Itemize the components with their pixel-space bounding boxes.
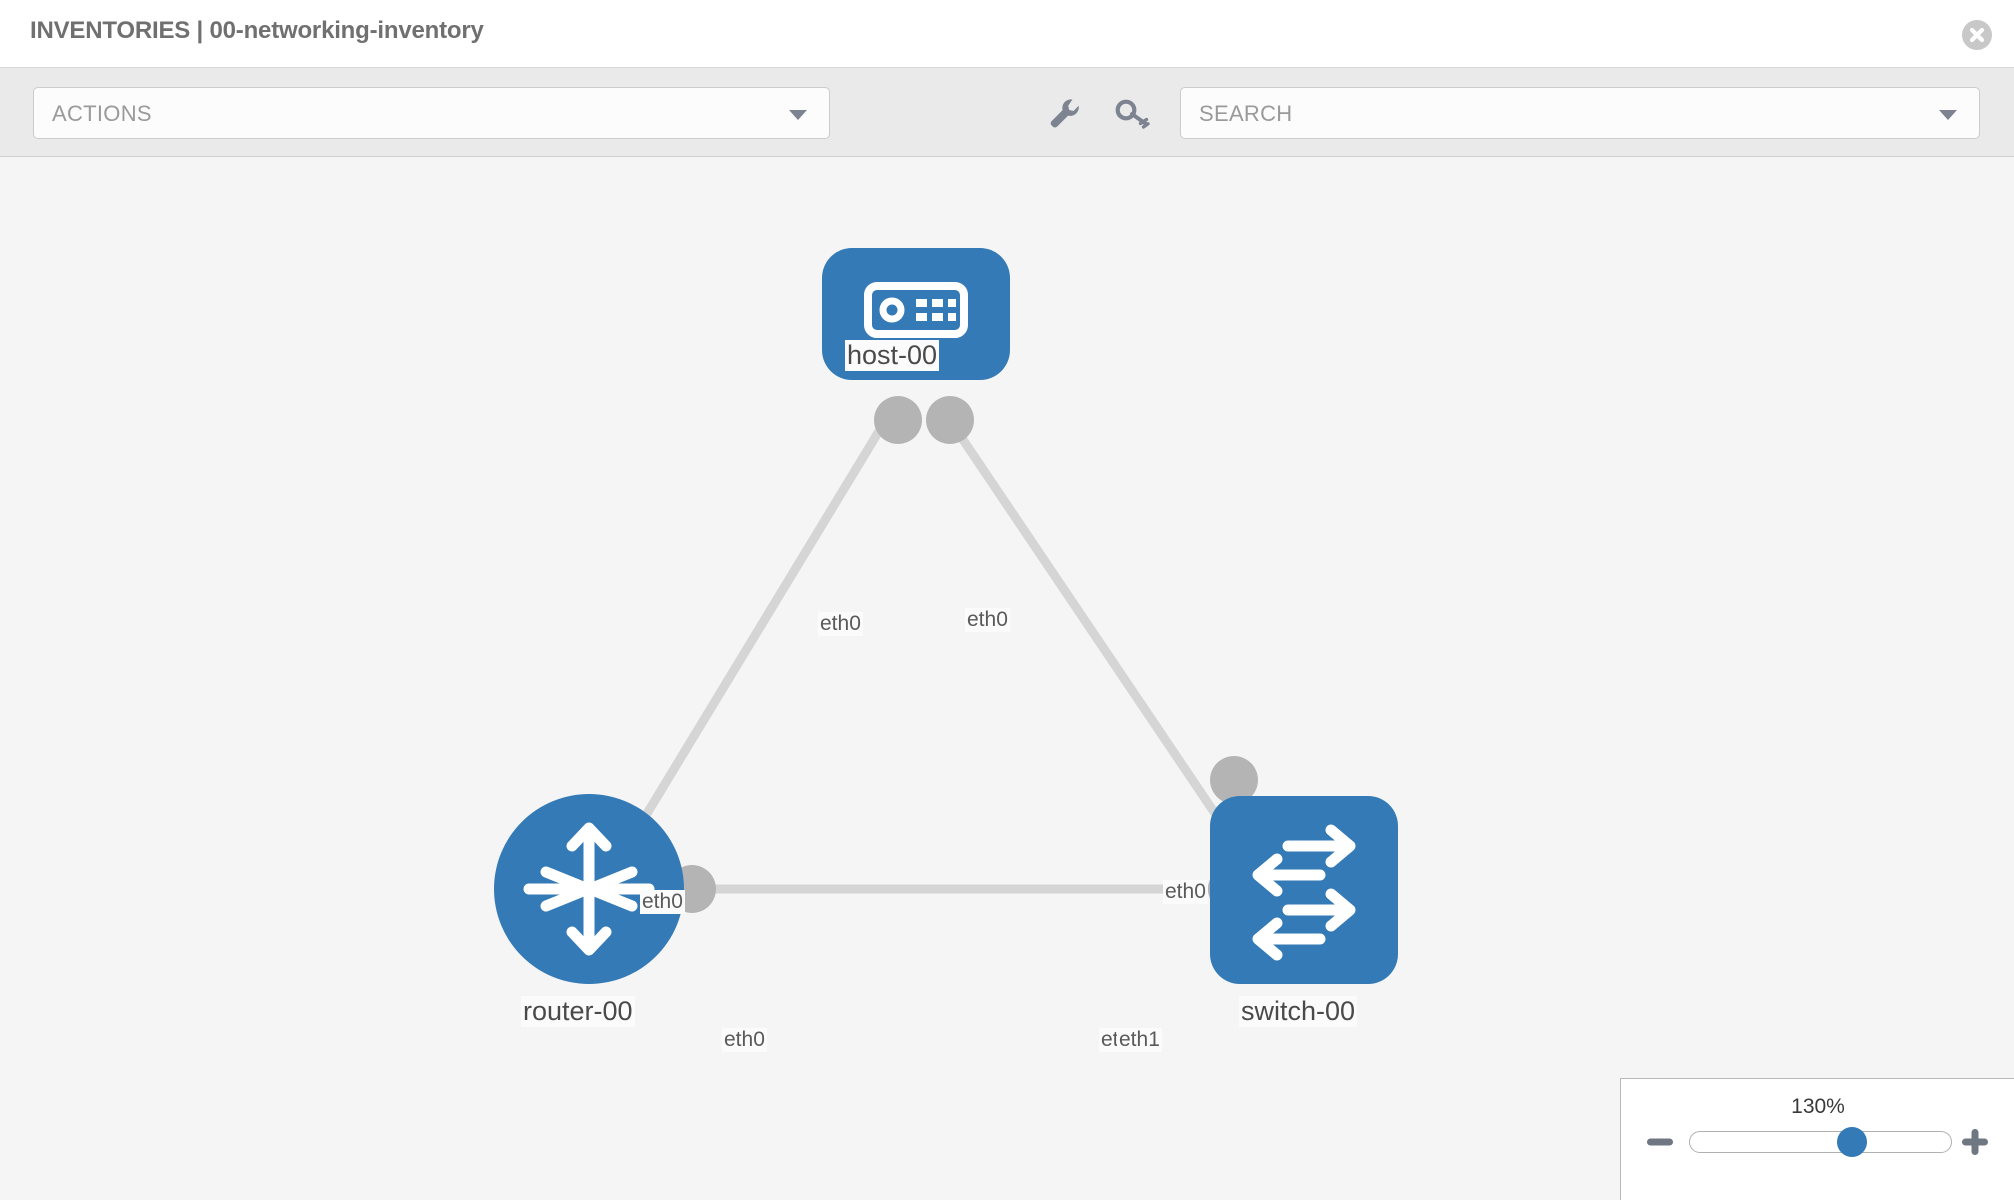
link-host00-router00	[616, 410, 894, 861]
close-icon[interactable]	[1962, 20, 1992, 50]
socket-layer	[668, 396, 1258, 913]
router-arrows-icon	[523, 822, 655, 956]
zoom-slider-thumb[interactable]	[1837, 1127, 1867, 1157]
zoom-control-panel: 130%	[1620, 1078, 2014, 1200]
topology-canvas[interactable]: host-00 router-00 switch-00 eth0 eth0 et…	[0, 158, 2014, 1200]
iface-label: eth0	[1163, 880, 1208, 904]
search-placeholder: SEARCH	[1199, 101, 1293, 126]
key-icon[interactable]	[1112, 93, 1152, 133]
page-title: INVENTORIES | 00-networking-inventory	[30, 17, 484, 44]
iface-label: eth1	[1117, 1028, 1162, 1052]
link-layer	[616, 410, 1249, 894]
node-switch-00	[1210, 796, 1398, 984]
link-host00-switch00	[941, 410, 1249, 861]
wrench-icon[interactable]	[1044, 93, 1084, 133]
node-label-switch-00: switch-00	[1239, 996, 1358, 1027]
chevron-down-icon	[789, 110, 807, 120]
actions-dropdown-label: ACTIONS	[52, 101, 152, 126]
actions-dropdown[interactable]: ACTIONS	[33, 87, 830, 139]
node-label-router-00: router-00	[521, 996, 635, 1027]
iface-label: eth0	[722, 1028, 767, 1052]
iface-label: eth0	[640, 890, 685, 914]
socket-host00-right	[926, 396, 974, 444]
minus-icon[interactable]	[1643, 1125, 1677, 1159]
topology-graph	[494, 248, 1398, 984]
page-header: INVENTORIES | 00-networking-inventory	[0, 0, 2014, 68]
node-label-host-00: host-00	[845, 340, 940, 371]
iface-label: eth0	[818, 612, 863, 636]
node-router-00	[494, 794, 684, 984]
search-input[interactable]: SEARCH	[1180, 87, 1980, 139]
socket-switch00-top	[1210, 756, 1258, 804]
plus-icon[interactable]	[1958, 1125, 1992, 1159]
chevron-down-icon[interactable]	[1939, 110, 1957, 120]
server-icon	[864, 282, 968, 338]
iface-label: eth0	[965, 608, 1010, 632]
zoom-percent-label: 130%	[1791, 1095, 1845, 1118]
socket-host00-left	[874, 396, 922, 444]
zoom-slider-track[interactable]	[1689, 1131, 1952, 1153]
switch-arrows-icon	[1252, 824, 1356, 961]
